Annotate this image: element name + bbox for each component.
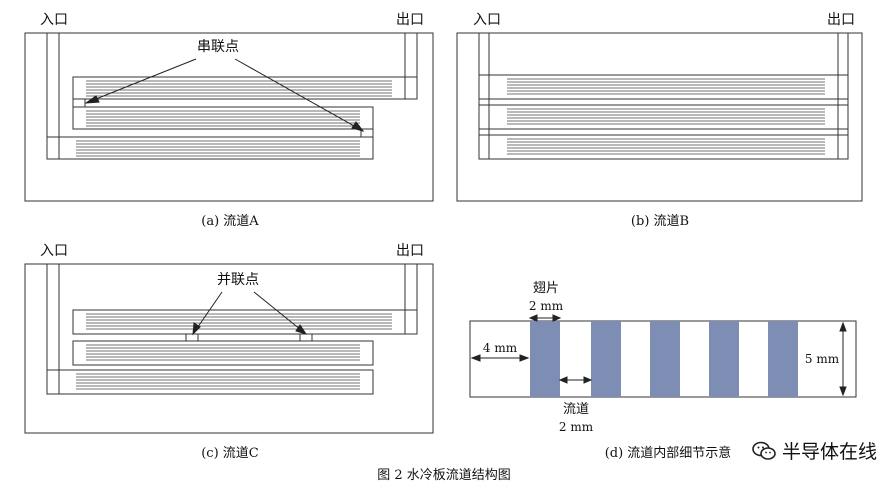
channel-group-a-1 bbox=[72, 76, 418, 100]
dim-offset-d bbox=[470, 354, 530, 362]
fin-3 bbox=[650, 321, 680, 397]
inlet-label-a: 入口 bbox=[40, 12, 68, 28]
watermark: 半导体在线 bbox=[752, 437, 877, 464]
inlet-duct-a bbox=[46, 32, 60, 160]
panel-c: 并联点 入口 出口 (c) 流道C bbox=[24, 243, 434, 461]
fin-width-d: 2 mm bbox=[529, 299, 564, 313]
outlet-duct-c bbox=[404, 263, 418, 335]
inlet-duct-c bbox=[46, 263, 60, 395]
series-point-left-a bbox=[72, 98, 86, 108]
channel-group-a-3 bbox=[46, 136, 374, 160]
offset-label-d: 4 mm bbox=[483, 341, 518, 355]
inlet-label-b: 入口 bbox=[473, 12, 501, 28]
fin-lines-c bbox=[76, 313, 392, 390]
annotation-label-a: 串联点 bbox=[197, 39, 239, 55]
panel-d: 4 mm 翅片 2 mm 流道 2 mm 5 mm (d) 流道内部细节示意 bbox=[469, 280, 857, 461]
annotation-arrows-a bbox=[84, 58, 365, 132]
plate-outline-c bbox=[24, 263, 434, 434]
channel-group-a-2 bbox=[72, 106, 374, 130]
caption-d: (d) 流道内部细节示意 bbox=[605, 445, 732, 461]
fin-lines-b bbox=[507, 78, 825, 155]
outlet-duct-a bbox=[404, 32, 418, 100]
channel-group-b-1 bbox=[478, 74, 849, 100]
dim-channel-d bbox=[558, 376, 593, 384]
outlet-duct-b bbox=[837, 32, 849, 160]
parallel-point-right-c bbox=[299, 333, 313, 342]
caption-a: (a) 流道A bbox=[201, 214, 259, 229]
dim-height-d bbox=[839, 321, 847, 397]
channel-group-c-2 bbox=[72, 340, 374, 366]
annotation-label-c: 并联点 bbox=[217, 272, 259, 288]
channel-group-c-3 bbox=[46, 369, 374, 395]
fin-2 bbox=[591, 321, 621, 397]
inlet-label-c: 入口 bbox=[40, 243, 68, 259]
inlet-duct-b bbox=[478, 32, 490, 160]
figure-caption: 图 2 水冷板流道结构图 bbox=[377, 468, 511, 483]
fin-label-d: 翅片 bbox=[533, 280, 559, 296]
annotation-arrows-c bbox=[192, 291, 308, 336]
fin-1 bbox=[530, 321, 560, 397]
series-point-right-a bbox=[360, 128, 374, 138]
outlet-label-b: 出口 bbox=[827, 12, 855, 28]
channel-group-b-3 bbox=[478, 134, 849, 160]
fin-5 bbox=[768, 321, 798, 397]
parallel-point-left-c bbox=[185, 333, 199, 342]
channel-label-d: 流道 bbox=[563, 402, 589, 417]
plate-outline-b bbox=[456, 32, 863, 202]
fin-lines-a bbox=[76, 80, 392, 157]
wechat-icon bbox=[752, 441, 776, 460]
watermark-text: 半导体在线 bbox=[781, 441, 877, 463]
channel-group-b-2 bbox=[478, 104, 849, 130]
height-label-d: 5 mm bbox=[805, 352, 840, 366]
channel-width-d: 2 mm bbox=[559, 420, 594, 434]
outlet-label-a: 出口 bbox=[396, 12, 424, 28]
channel-group-c-1 bbox=[72, 309, 418, 335]
caption-b: (b) 流道B bbox=[631, 214, 689, 229]
dim-fin-d bbox=[528, 314, 562, 322]
panel-a: 串联点 入口 出口 (a) 流道A bbox=[24, 12, 434, 229]
panel-b: 入口 出口 (b) 流道B bbox=[456, 12, 863, 229]
caption-c: (c) 流道C bbox=[201, 446, 259, 461]
outlet-label-c: 出口 bbox=[396, 243, 424, 259]
fins-d bbox=[530, 321, 798, 397]
plate-outline-a bbox=[24, 32, 434, 202]
fin-4 bbox=[709, 321, 739, 397]
